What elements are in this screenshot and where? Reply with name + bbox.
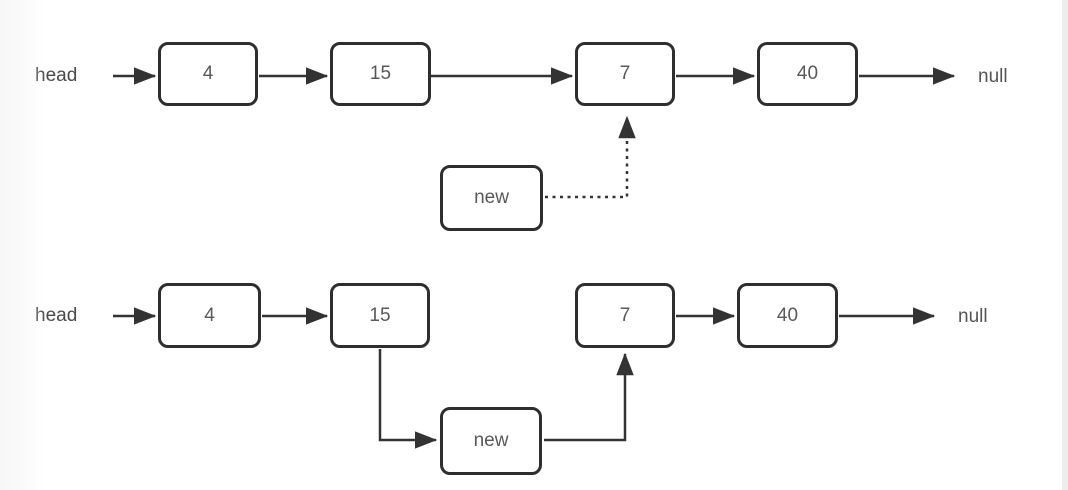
node-value: 15 bbox=[369, 304, 391, 326]
new-node-box-before: new bbox=[440, 165, 543, 231]
elbow-arrow-new-to-7 bbox=[544, 352, 634, 442]
node-box-7-before: 7 bbox=[575, 42, 675, 106]
node-box-15-after: 15 bbox=[330, 283, 430, 348]
node-value: 40 bbox=[796, 63, 819, 84]
dotted-arrow-new-to-7 bbox=[545, 115, 636, 199]
node-value: 40 bbox=[776, 304, 799, 326]
node-box-15-before: 15 bbox=[330, 42, 431, 106]
node-box-4-after: 4 bbox=[158, 283, 261, 348]
null-label-before: null bbox=[978, 66, 1008, 87]
elbow-arrow-15-to-new bbox=[378, 349, 438, 449]
node-value: new bbox=[474, 187, 509, 208]
node-box-7-after: 7 bbox=[575, 283, 675, 348]
null-label-after: null bbox=[958, 306, 988, 327]
node-value: 7 bbox=[619, 63, 631, 84]
right-edge-strip bbox=[1060, 0, 1068, 490]
new-node-box-after: new bbox=[440, 407, 542, 475]
head-label-after: head bbox=[35, 305, 78, 326]
node-value: 4 bbox=[204, 304, 215, 326]
node-value: 4 bbox=[202, 63, 214, 84]
node-value: 15 bbox=[369, 63, 392, 84]
node-box-4-before: 4 bbox=[158, 42, 258, 106]
node-value: new bbox=[473, 430, 509, 451]
node-box-40-after: 40 bbox=[737, 283, 838, 348]
node-box-40-before: 40 bbox=[757, 42, 858, 106]
node-value: 7 bbox=[619, 304, 631, 326]
head-label-before: head bbox=[35, 65, 78, 86]
